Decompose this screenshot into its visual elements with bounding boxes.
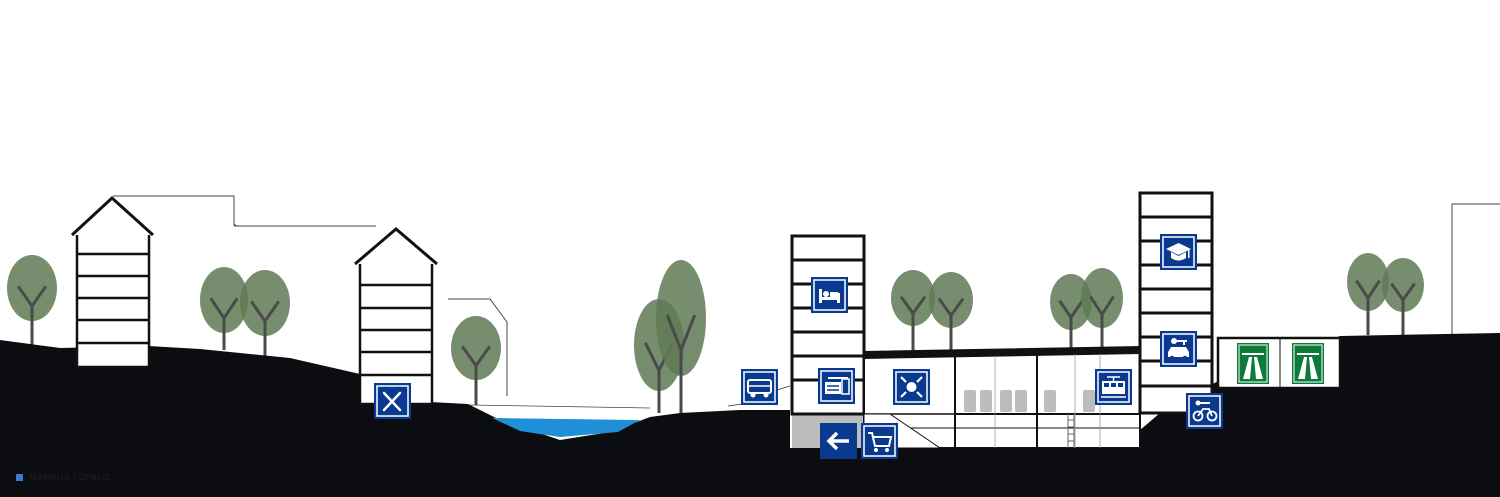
motorway-sign-1 (1237, 343, 1269, 384)
arrow-left-icon (826, 431, 849, 451)
tree (7, 255, 57, 345)
author-credit: MARKUS TOFALO (16, 472, 110, 482)
credit-text: MARKUS TOFALO (29, 472, 110, 482)
direction-sign (820, 423, 857, 459)
house-middle (354, 227, 438, 406)
meeting-point-sign (893, 369, 930, 405)
tree (240, 270, 290, 356)
bus-sign (741, 369, 778, 405)
motorway-icon (1297, 353, 1319, 379)
cutlery-icon (382, 391, 402, 412)
tree (1050, 274, 1092, 350)
station-hall (863, 345, 1141, 449)
tram-icon (1101, 376, 1126, 398)
bicycle-key-icon (1192, 400, 1218, 422)
graduation-cap-icon (1166, 243, 1191, 261)
pointer-lines (727, 385, 791, 407)
tree (891, 270, 935, 350)
signs (374, 234, 1324, 459)
house-left (70, 195, 155, 369)
tree (1382, 258, 1424, 335)
bike-rental-sign (1186, 393, 1223, 429)
cash-machine-icon (825, 377, 850, 395)
river (492, 418, 640, 437)
trees (7, 253, 1424, 413)
background-buildings (113, 195, 1500, 396)
bed-icon (819, 289, 840, 303)
university-sign (1160, 234, 1197, 270)
river-bank-line (469, 404, 651, 409)
hotel-sign (811, 277, 848, 313)
tree (451, 316, 501, 405)
atm-sign (818, 368, 855, 404)
car-key-icon (1168, 338, 1189, 361)
restaurant-sign (374, 383, 411, 419)
motorway-sign-2 (1292, 343, 1324, 384)
ground (0, 333, 1500, 497)
meeting-point-icon (900, 376, 923, 398)
tram-sign (1095, 369, 1132, 405)
car-rental-sign (1160, 331, 1197, 367)
bus-icon (747, 379, 772, 398)
tree (200, 267, 248, 350)
shopping-sign (861, 423, 898, 459)
credit-marker (16, 473, 23, 481)
tree (1347, 253, 1389, 335)
tree (1081, 268, 1123, 350)
shopping-cart-icon (868, 432, 893, 452)
tree (656, 260, 706, 413)
motorway-icon (1242, 353, 1264, 379)
tower-right (1138, 191, 1214, 415)
tree (929, 272, 973, 350)
